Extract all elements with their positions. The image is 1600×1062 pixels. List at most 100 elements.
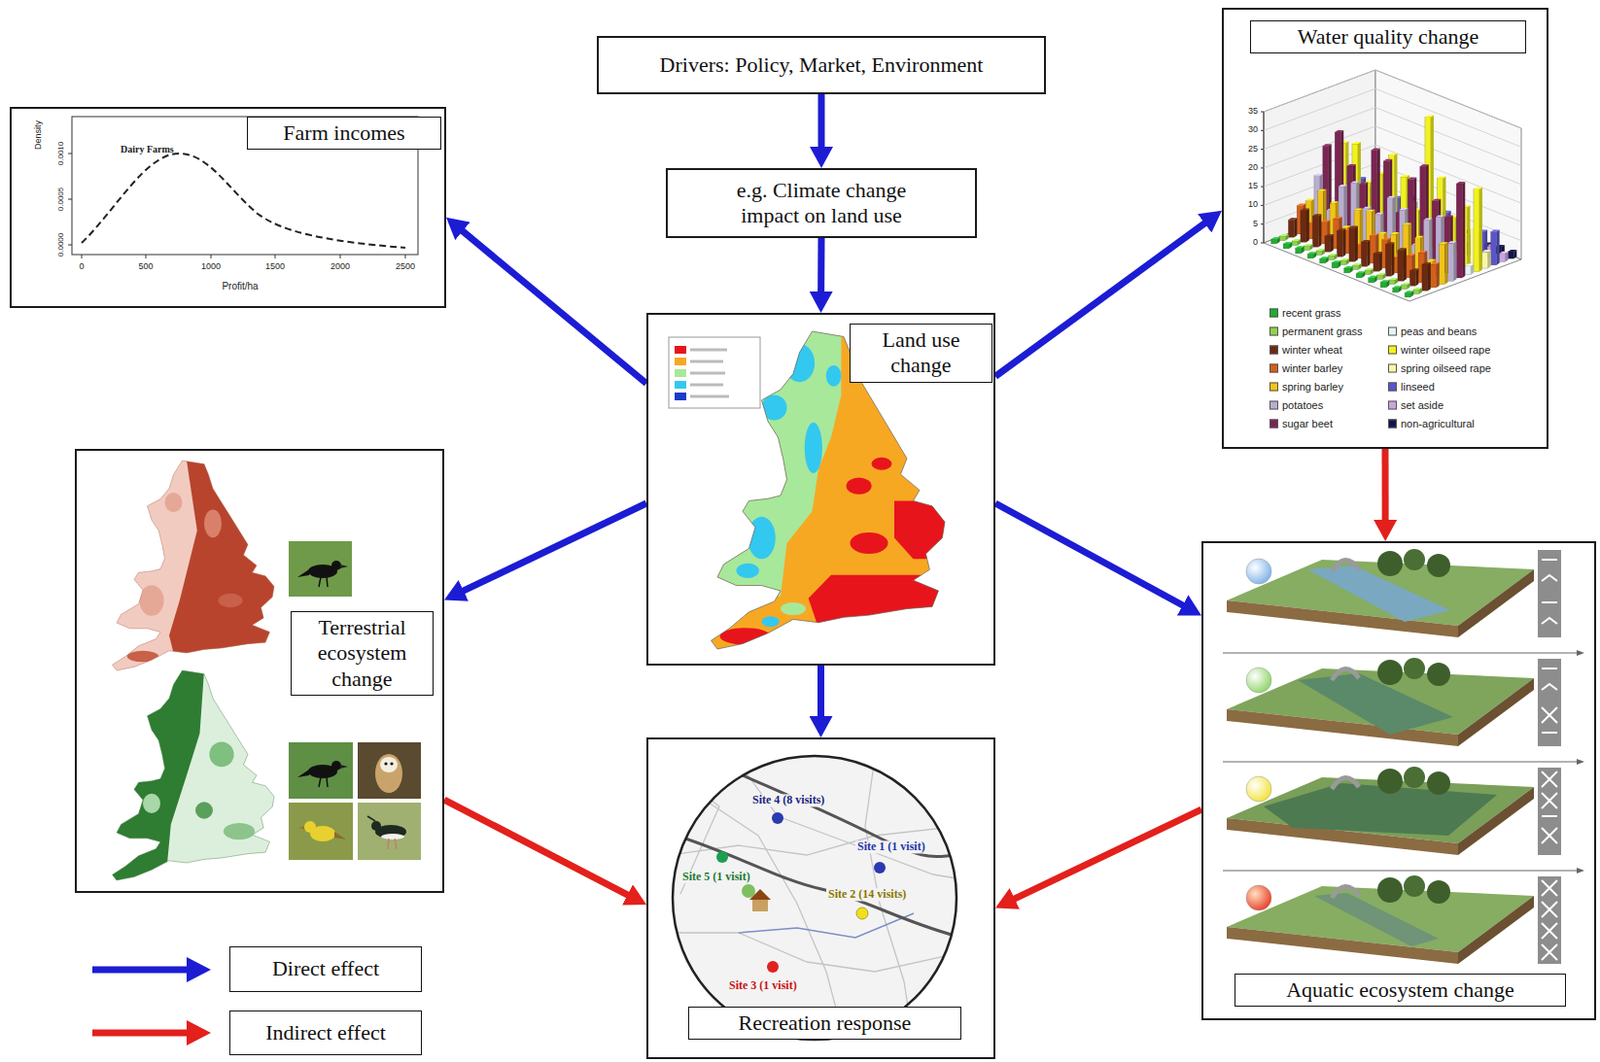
bar [1369, 235, 1376, 263]
bar [1440, 244, 1450, 265]
bar [1312, 213, 1322, 247]
map-panel: Land use change [646, 313, 996, 666]
legend-swatch [1388, 327, 1397, 337]
bar [1420, 164, 1429, 264]
bar [1447, 241, 1457, 281]
legend-swatch [1269, 419, 1279, 429]
land-use-map [762, 616, 780, 627]
recreation-map [670, 758, 963, 1045]
bar [1392, 196, 1396, 258]
bar [1477, 236, 1481, 244]
bar [1434, 225, 1441, 231]
bar [1369, 186, 1376, 216]
bar [1409, 201, 1419, 240]
bar [1396, 216, 1406, 235]
bar [1362, 208, 1369, 248]
river-slice [1541, 880, 1558, 961]
bar [1389, 278, 1398, 280]
bar [1297, 239, 1301, 246]
river-slice [1226, 668, 1534, 735]
bar [1406, 174, 1410, 243]
bar [1331, 207, 1338, 221]
bar [1400, 174, 1410, 177]
bird-photo [297, 769, 310, 778]
bar [1420, 217, 1424, 228]
bar [1354, 210, 1360, 251]
bar [1364, 268, 1374, 271]
species-map [142, 794, 161, 814]
bar [1459, 229, 1468, 232]
bar [1382, 172, 1386, 233]
recreation-map [856, 907, 869, 920]
bird-photo [288, 541, 352, 597]
recreation-map [670, 756, 963, 1045]
panel-title: Water quality change [1250, 20, 1527, 54]
bar [1473, 187, 1483, 190]
tick-label: 0 [78, 262, 84, 273]
bar [1321, 222, 1327, 244]
bar [1442, 175, 1446, 257]
bar [1344, 266, 1354, 274]
bar [1388, 238, 1392, 269]
land-use-map [808, 575, 945, 629]
tick-label: 500 [138, 262, 153, 273]
panel-title: Land use change [849, 323, 993, 383]
land-use-map [850, 532, 889, 555]
bar [1419, 287, 1423, 295]
bar [1426, 216, 1435, 219]
bar [1393, 196, 1403, 227]
bar [1445, 242, 1449, 284]
bar [1435, 215, 1445, 218]
bar [1367, 218, 1374, 237]
legend-swatch [1269, 401, 1279, 411]
species-map [99, 460, 275, 671]
bird-photo [310, 826, 336, 842]
legend-label: Indirect effect [229, 1010, 422, 1056]
bar [1501, 244, 1505, 254]
bar [1433, 222, 1443, 225]
bird-photo [375, 754, 403, 794]
bar-chart-3d [1263, 69, 1376, 244]
species-map [99, 460, 275, 671]
bar [1348, 187, 1357, 190]
bar [1378, 232, 1388, 235]
bar [1350, 182, 1357, 243]
bar [1401, 282, 1411, 285]
river-slice [1537, 659, 1562, 747]
bar [1388, 155, 1394, 239]
bar [1354, 208, 1363, 251]
bar [1444, 215, 1454, 218]
bar [1507, 249, 1517, 259]
tick-label: 0.0000 [57, 233, 67, 257]
bar [1386, 202, 1395, 205]
legend-arrow [92, 1030, 193, 1038]
panel-title: Aquatic ecosystem change [1234, 973, 1566, 1008]
bar [1469, 227, 1479, 264]
tick-label: 0 [1252, 238, 1258, 248]
bar [1468, 233, 1472, 247]
land-use-map [804, 422, 823, 474]
bar [1369, 233, 1379, 263]
legend-label: linseed [1400, 381, 1435, 393]
bar [1357, 141, 1361, 223]
bar [1386, 204, 1392, 210]
bar [1393, 153, 1397, 239]
land-use-map [692, 331, 841, 597]
river-slice [1226, 766, 1562, 856]
bar [1320, 256, 1329, 264]
tick-label: 1500 [265, 262, 285, 273]
river-slice [1541, 771, 1558, 844]
land-use-map [668, 337, 761, 409]
bird-photo [387, 838, 397, 850]
recreation-map [714, 763, 963, 858]
bar [1410, 210, 1420, 220]
effect-arrow [1382, 449, 1390, 528]
bar [1404, 229, 1414, 250]
bar [1426, 261, 1433, 280]
tick-label: 15 [1248, 181, 1258, 192]
bar [1377, 199, 1387, 213]
bar [1369, 184, 1379, 216]
bar [1314, 175, 1321, 229]
bar-series [1263, 69, 1522, 298]
bar [1382, 238, 1392, 241]
